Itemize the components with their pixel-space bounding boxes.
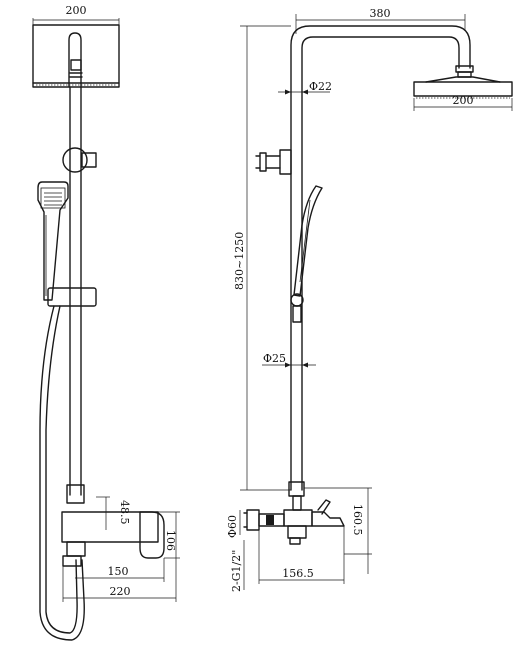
front-dim-48-5: 48.5 [96,496,131,530]
side-dim-200: 200 [413,94,513,111]
side-dim-thread: 2-G1/2" [230,540,245,592]
side-outlet-diameter-label: Φ60 [226,515,239,538]
front-dim-150: 150 [75,558,165,582]
side-dim-156-5: 156.5 [258,526,345,584]
front-dim-200: 200 [32,4,120,25]
side-dim-160-5: 160.5 [304,487,372,574]
front-hand-shower [37,181,69,301]
side-dim-phi60: Φ60 [226,510,241,538]
side-upper-bracket [255,149,292,175]
front-shower-hose [39,305,85,641]
front-hose-outlet [66,541,86,557]
side-mixer-depth-label: 156.5 [282,567,314,580]
side-mixer-height-label: 160.5 [351,504,364,536]
front-head-width-label: 200 [66,4,87,17]
side-arm-length-label: 380 [370,7,391,20]
side-dim-phi25: Φ25 [262,352,316,368]
side-riser-diameter-label: Φ25 [263,352,286,365]
front-valve-height-label: 106 [164,530,177,551]
side-shower-head [413,81,513,97]
side-mixer-assembly [243,481,345,545]
front-mixer-body [61,511,159,543]
side-dim-height: 830~1250 [233,25,291,491]
side-dim-380: 380 [295,7,466,34]
front-riser-nut [66,484,85,504]
front-slide-holder [47,287,97,307]
front-shower-head [32,24,120,88]
side-hand-shower [290,185,323,323]
side-mixer-lever [317,499,331,515]
front-dim-106: 106 [158,511,180,578]
front-valve-length-label: 220 [110,585,131,598]
side-head-width-label: 200 [453,94,474,107]
front-spout-length-label: 150 [108,565,129,578]
front-upper-bracket [62,147,88,173]
side-dim-phi22: Φ22 [278,80,332,95]
side-riser-and-arm [290,25,471,491]
side-inlet-thread-label: 2-G1/2" [230,550,243,592]
front-dim-220: 220 [62,566,177,602]
side-height-range-label: 830~1250 [233,232,246,290]
front-mixer-lever [139,511,165,559]
front-bracket-height-label: 48.5 [118,500,131,525]
front-arm-connector [68,32,82,87]
front-view: 200 48.5 106 150 220 [32,4,180,641]
side-view: 380 200 Φ22 830~1250 [226,7,513,592]
side-riser-top-diameter-label: Φ22 [309,80,332,93]
